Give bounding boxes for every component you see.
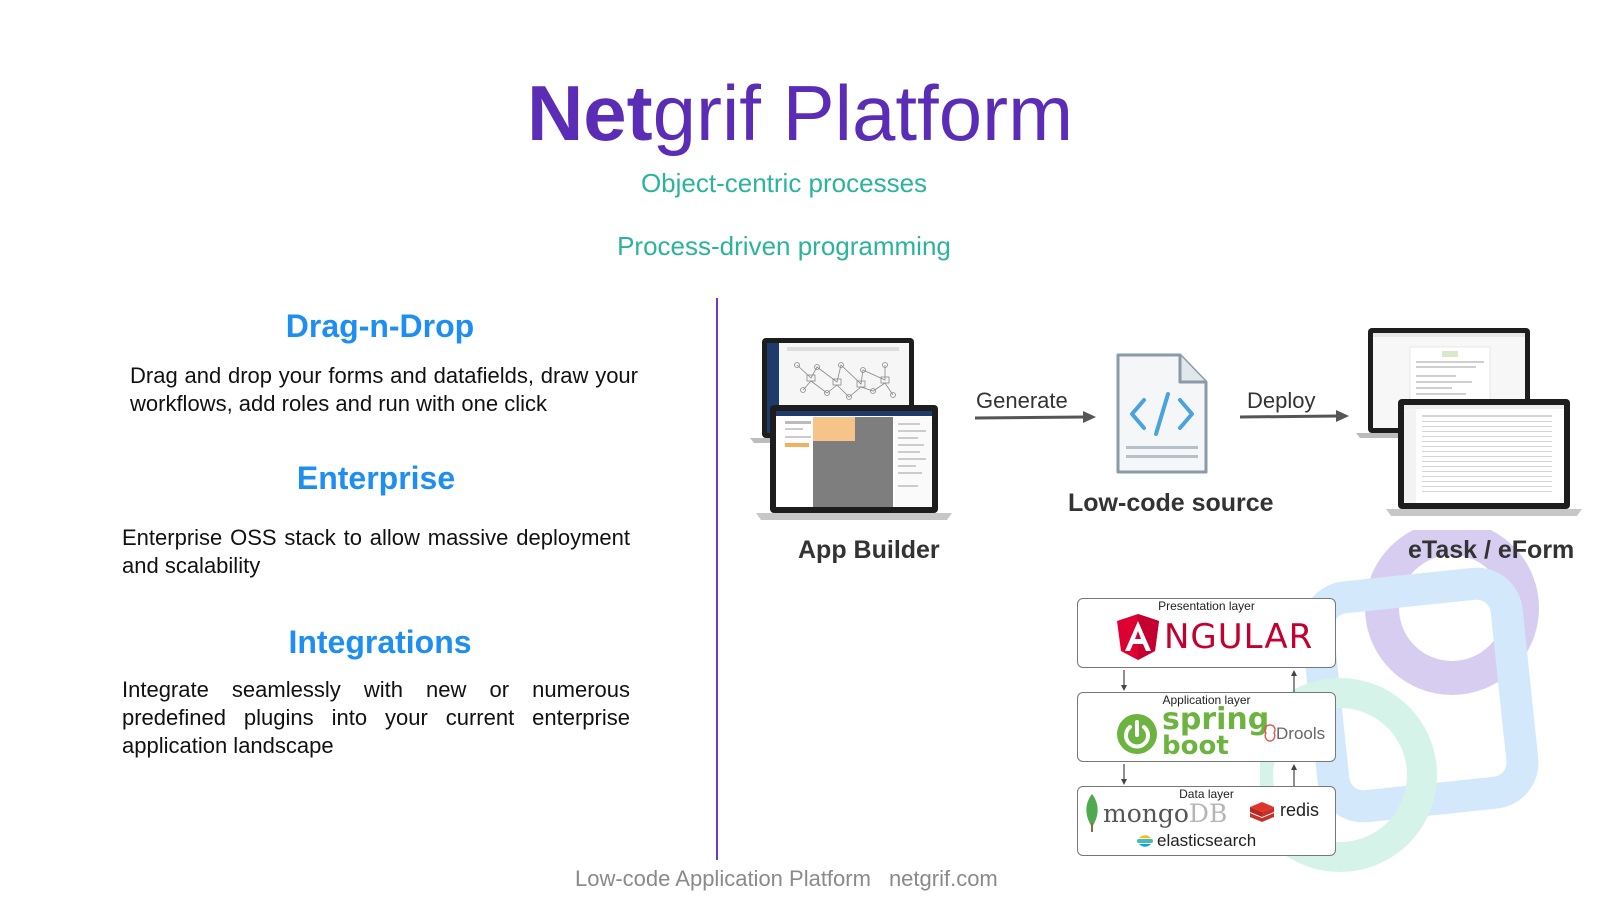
redis-wordmark: redis: [1280, 800, 1320, 820]
feature-text-integrations: Integrate seamlessly with new or numerou…: [122, 677, 630, 758]
db-part: DB: [1188, 799, 1228, 828]
spring-wordmark: spring: [1162, 702, 1270, 737]
data-layer-box: Data layer mongoDB redis elasticsearch: [1077, 786, 1336, 856]
subtitle-object-centric: Object-centric processes: [640, 168, 928, 198]
feature-title-enterprise: Enterprise: [296, 460, 456, 496]
etask-eform-label: eTask / eForm: [1408, 536, 1575, 564]
feature-title-integrations: Integrations: [288, 624, 472, 660]
feature-title-drag-n-drop: Drag-n-Drop: [285, 308, 475, 344]
stack-connector-arrows: [1121, 670, 1297, 786]
mongodb-wordmark: mongoDB: [1103, 799, 1227, 828]
drools-wordmark: Drools: [1276, 724, 1326, 743]
elasticsearch-wordmark: elasticsearch: [1157, 831, 1257, 850]
drools-icon: [1264, 724, 1276, 742]
boot-wordmark: boot: [1162, 731, 1229, 761]
footer: Low-code Application Platform netgrif.com: [575, 866, 998, 892]
generate-label: Generate: [976, 388, 1068, 413]
deploy-arrow: [1240, 410, 1349, 422]
feature-text-enterprise: Enterprise OSS stack to allow massive de…: [122, 525, 630, 578]
data-layer-caption: Data layer: [1179, 787, 1234, 801]
title-bold-part: Net: [526, 69, 653, 157]
angular-wordmark: NGULAR: [1164, 617, 1314, 657]
presentation-layer-box: Presentation layer NGULAR: [1077, 598, 1336, 668]
app-builder-label: App Builder: [798, 536, 940, 564]
etask-laptops-illustration: [1356, 328, 1582, 516]
elasticsearch-icon: [1137, 835, 1153, 847]
title-rest-part: grif Platform: [652, 69, 1074, 157]
application-layer-caption: Application layer: [1162, 693, 1251, 707]
spring-power-icon: [1117, 714, 1157, 754]
subtitle-process-driven: Process-driven programming: [617, 231, 951, 261]
generate-arrow: [975, 411, 1096, 423]
column-divider: [716, 298, 718, 860]
angular-shield-icon: [1117, 614, 1159, 660]
application-layer-box: Application layer spring boot Drools: [1077, 692, 1336, 762]
footer-site-link[interactable]: netgrif.com: [888, 866, 998, 891]
mongodb-leaf-icon: [1086, 794, 1098, 832]
app-builder-laptops-illustration: [750, 338, 952, 520]
low-code-source-label: Low-code source: [1068, 489, 1274, 517]
page-title: Netgrif Platform: [0, 68, 1600, 158]
deploy-label: Deploy: [1247, 388, 1316, 413]
code-file-icon: [1116, 353, 1208, 474]
redis-icon: [1250, 802, 1274, 822]
feature-text-drag-n-drop: Drag and drop your forms and datafields,…: [130, 363, 638, 416]
presentation-layer-caption: Presentation layer: [1158, 599, 1255, 613]
footer-tagline: Low-code Application Platform: [575, 866, 871, 891]
netgrif-logo-decoration: [1260, 530, 1539, 872]
mongo-part: mongo: [1103, 799, 1189, 828]
